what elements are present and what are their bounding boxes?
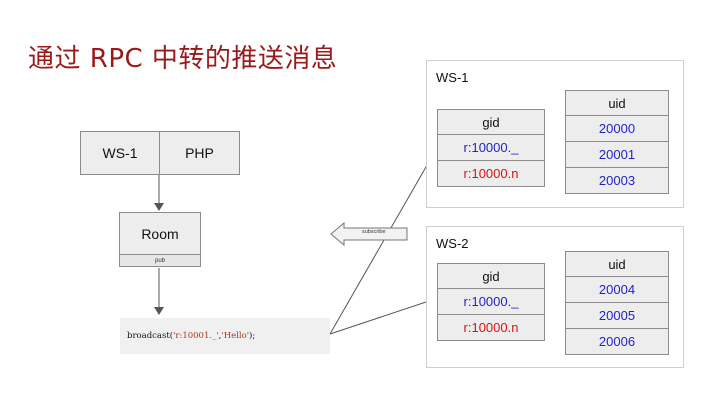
arrow-code-to-ws1: [329, 152, 435, 335]
page-title: 通过 RPC 中转的推送消息: [28, 44, 338, 74]
ws1-uid-cell-3: 20003: [565, 167, 669, 194]
ws1-gid-cell-1: r:10000._: [437, 134, 545, 161]
pub-label: pub: [154, 257, 165, 264]
ws1-uid-cell-1: 20000: [565, 115, 669, 142]
ws2-uid-cell-2: 20005: [565, 302, 669, 329]
broadcast-code: broadcast('r:10001._', 'Hello');: [120, 318, 330, 354]
ws1-gid-header: gid: [437, 109, 545, 135]
code-arg2: 'Hello': [221, 331, 250, 341]
pub-strip: pub: [119, 254, 201, 267]
room-label: Room: [141, 225, 179, 242]
ws2-gid-cell-1: r:10000._: [437, 288, 545, 315]
ws1-source-box: WS-1: [80, 131, 160, 175]
ws1-uid-cell-2: 20001: [565, 141, 669, 168]
code-fn: broadcast(: [127, 331, 174, 341]
ws2-uid-cell-3: 20006: [565, 328, 669, 355]
code-end: );: [249, 331, 256, 341]
arrow-head-code: [154, 307, 164, 315]
code-sep: ,: [218, 331, 222, 341]
ws1-panel-title: WS-1: [436, 70, 469, 85]
ws1-uid-header: uid: [565, 90, 669, 116]
ws2-panel-title: WS-2: [436, 236, 469, 251]
ws2-uid-cell-1: 20004: [565, 276, 669, 303]
php-label: PHP: [185, 145, 214, 161]
ws2-gid-header: gid: [437, 263, 545, 289]
subscribe-label: subscribe: [362, 229, 386, 235]
code-arg1: 'r:10001._': [173, 331, 219, 341]
ws2-gid-cell-2: r:10000.n: [437, 314, 545, 341]
php-box: PHP: [159, 131, 240, 175]
ws1-gid-cell-2: r:10000.n: [437, 160, 545, 187]
ws2-uid-header: uid: [565, 251, 669, 277]
arrow-code-to-ws2: [329, 299, 433, 335]
room-box: Room: [119, 212, 201, 255]
ws1-source-label: WS-1: [102, 145, 138, 161]
arrow-head-room: [154, 203, 164, 211]
